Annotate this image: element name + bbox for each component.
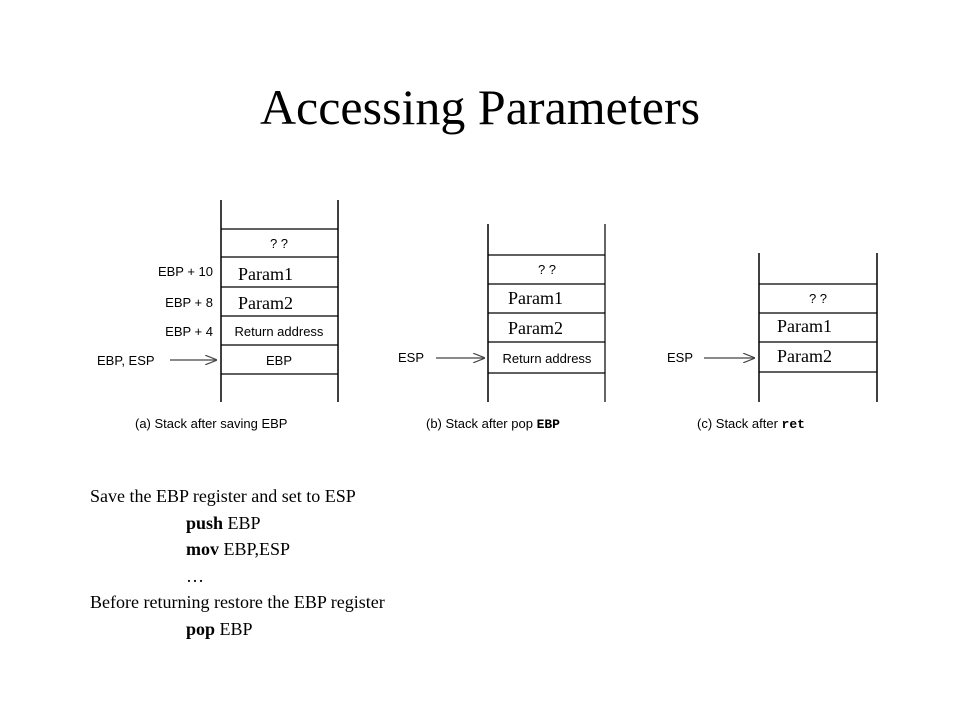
stack-c-cell-unknown: ? ? bbox=[809, 291, 827, 306]
slide-title: Accessing Parameters bbox=[259, 79, 701, 135]
stack-a-cell-return-address: Return address bbox=[235, 324, 324, 339]
offset-label-ebp-4: EBP + 4 bbox=[165, 324, 213, 339]
code-line-ellipsis: … bbox=[186, 565, 204, 586]
stack-a-cell-param1: Param1 bbox=[238, 264, 293, 284]
stack-b: ? ? Param1 Param2 Return address ESP (b)… bbox=[398, 224, 606, 432]
stack-b-pointer-label: ESP bbox=[398, 350, 424, 365]
stack-b-cell-unknown: ? ? bbox=[538, 262, 556, 277]
stack-a: ? ? Param1 Param2 Return address EBP EBP… bbox=[97, 200, 339, 431]
stack-a-cell-ebp: EBP bbox=[266, 353, 292, 368]
offset-label-ebp-10: EBP + 10 bbox=[158, 264, 213, 279]
stack-b-cell-param2: Param2 bbox=[508, 318, 563, 338]
stack-c: ? ? Param1 Param2 ESP (c) Stack after re… bbox=[667, 253, 878, 432]
stack-b-caption: (b) Stack after pop EBP bbox=[426, 416, 560, 432]
code-line-mov: mov EBP,ESP bbox=[186, 539, 291, 559]
stack-c-cell-param2: Param2 bbox=[777, 346, 832, 366]
stack-a-caption: (a) Stack after saving EBP bbox=[135, 416, 287, 431]
explanation-text: Save the EBP register and set to ESP pus… bbox=[90, 483, 385, 642]
stack-b-cell-return-address: Return address bbox=[503, 351, 592, 366]
code-line-pop: pop EBP bbox=[186, 618, 253, 639]
stack-c-pointer-label: ESP bbox=[667, 350, 693, 365]
text-line-save-ebp: Save the EBP register and set to ESP bbox=[90, 486, 356, 506]
code-line-push: push EBP bbox=[186, 512, 261, 533]
stack-a-cell-unknown: ? ? bbox=[270, 236, 288, 251]
stack-a-pointer-label: EBP, ESP bbox=[97, 353, 155, 368]
stack-c-caption: (c) Stack after ret bbox=[697, 416, 805, 432]
text-line-restore-ebp: Before returning restore the EBP registe… bbox=[90, 592, 385, 612]
offset-label-ebp-8: EBP + 8 bbox=[165, 295, 213, 310]
stack-a-cell-param2: Param2 bbox=[238, 293, 293, 313]
stack-c-cell-param1: Param1 bbox=[777, 316, 832, 336]
stack-b-cell-param1: Param1 bbox=[508, 288, 563, 308]
